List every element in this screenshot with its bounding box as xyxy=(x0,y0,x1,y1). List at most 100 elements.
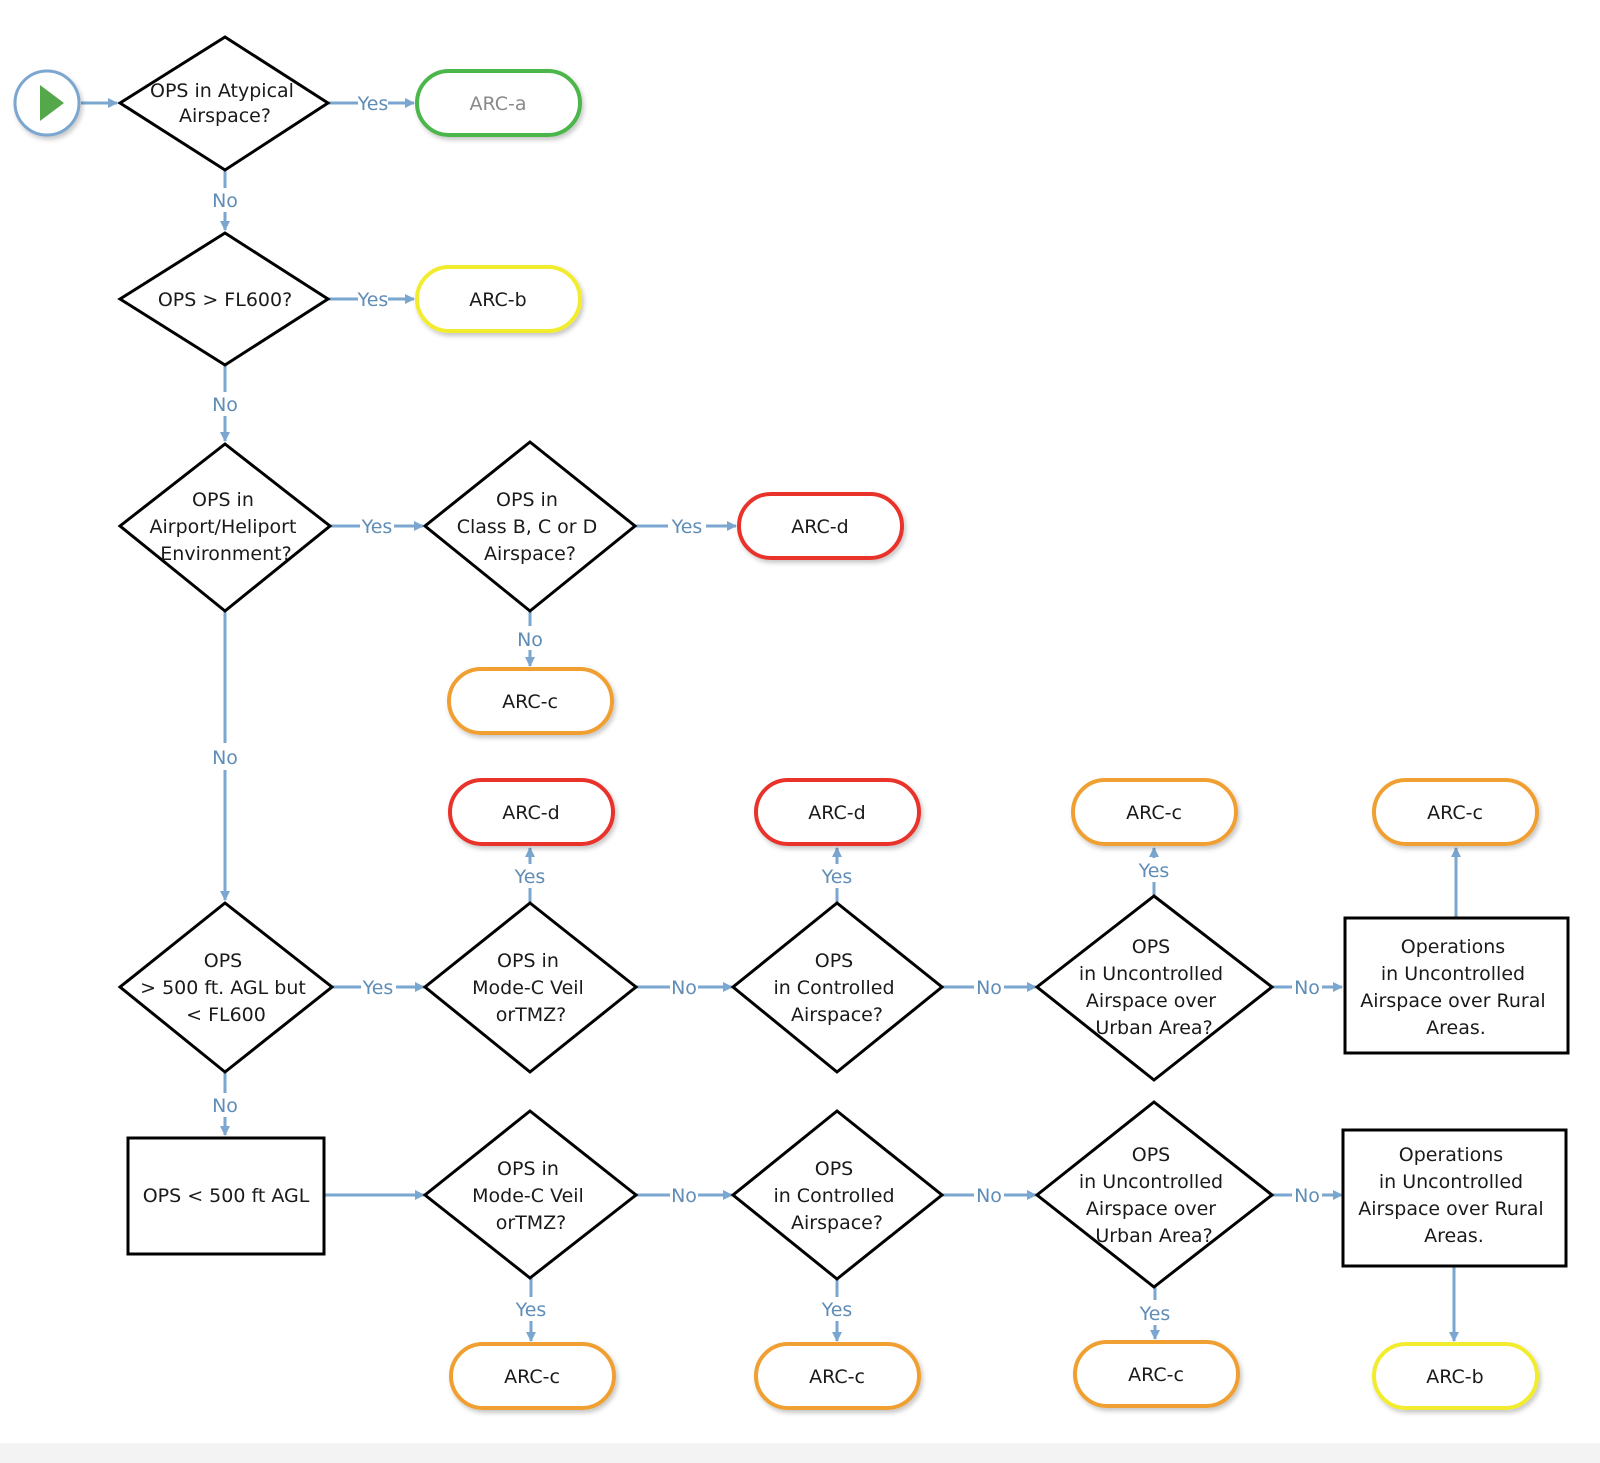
decision-text: OPS in Controlled Airspace? xyxy=(773,950,900,1026)
yes-label: Yes xyxy=(357,289,389,311)
decision-atypical-airspace xyxy=(117,35,331,172)
decision-class-bcd xyxy=(422,440,638,613)
terminal-arc-c-modec-low xyxy=(449,1342,616,1410)
process-text-line: Areas. xyxy=(1424,1225,1484,1247)
decision-text-line: OPS in xyxy=(192,489,254,511)
arc-label: ARC-c xyxy=(1128,1364,1184,1386)
arc-label: ARC-c xyxy=(1427,802,1483,824)
decision-airport-heliport xyxy=(117,442,333,613)
arc-label: ARC-c xyxy=(1126,802,1182,824)
process-text: Operations in Uncontrolled Airspace over… xyxy=(1358,1144,1549,1247)
decision-text-line: in Controlled xyxy=(773,977,894,999)
decision-uncontrolled-urban-2 xyxy=(1034,1100,1275,1289)
yes-label: Yes xyxy=(357,93,389,115)
process-text-line: Operations xyxy=(1401,936,1505,958)
yes-label: Yes xyxy=(1139,1303,1171,1325)
arc-label: ARC-d xyxy=(502,802,559,824)
decision-text: OPS in Uncontrolled Airspace over Urban … xyxy=(1079,936,1229,1039)
no-label: No xyxy=(1294,977,1320,999)
decision-modec-veil-1 xyxy=(422,901,639,1074)
decision-text-line: OPS xyxy=(815,1158,853,1180)
decision-text-line: orTMZ? xyxy=(496,1212,567,1234)
no-label: No xyxy=(976,977,1002,999)
process-text-line: Operations xyxy=(1399,1144,1503,1166)
process-below-500ft xyxy=(126,1136,326,1256)
arc-label: ARC-d xyxy=(808,802,865,824)
yes-label: Yes xyxy=(821,866,853,888)
terminal-arc-c-urban xyxy=(1071,778,1238,846)
no-label: No xyxy=(1294,1185,1320,1207)
no-label: No xyxy=(212,190,238,212)
decision-text-line: OPS > FL600? xyxy=(158,289,292,311)
decision-text-line: in Uncontrolled xyxy=(1079,963,1223,985)
arc-label: ARC-c xyxy=(504,1366,560,1388)
no-label: No xyxy=(976,1185,1002,1207)
terminal-arc-c-rural xyxy=(1372,778,1539,846)
decision-text-line: < FL600 xyxy=(186,1004,266,1026)
arc-label: ARC-c xyxy=(809,1366,865,1388)
start-node xyxy=(13,69,81,137)
decision-text-line: orTMZ? xyxy=(496,1004,567,1026)
decision-text-line: Airspace? xyxy=(791,1212,883,1234)
decision-text-line: Class B, C or D xyxy=(457,516,598,538)
decision-text-line: Airspace over xyxy=(1086,990,1216,1012)
process-text-line: Airspace over Rural xyxy=(1358,1198,1543,1220)
process-text-line: OPS < 500 ft AGL xyxy=(143,1185,310,1207)
decision-text-line: OPS in xyxy=(497,1158,559,1180)
decision-text-line: OPS in xyxy=(497,950,559,972)
decision-text-line: in Controlled xyxy=(773,1185,894,1207)
decision-text: OPS in Class B, C or D Airspace? xyxy=(457,489,604,565)
process-text-line: in Uncontrolled xyxy=(1381,963,1525,985)
arc-label: ARC-a xyxy=(469,93,526,115)
decision-text-line: > 500 ft. AGL but xyxy=(140,977,306,999)
decision-above-fl600 xyxy=(117,231,331,367)
arc-label: ARC-c xyxy=(502,691,558,713)
decision-text: OPS > FL600? xyxy=(158,289,292,311)
decision-text: OPS in Mode-C Veil orTMZ? xyxy=(472,1158,590,1234)
play-icon xyxy=(40,85,64,121)
terminal-arc-b-top xyxy=(415,265,582,333)
process-text: Operations in Uncontrolled Airspace over… xyxy=(1360,936,1551,1039)
process-rural-2 xyxy=(1341,1128,1568,1268)
bottom-strip xyxy=(0,1443,1600,1463)
process-rural-1 xyxy=(1343,916,1570,1055)
decision-controlled-1 xyxy=(730,901,945,1074)
decision-uncontrolled-urban-1 xyxy=(1034,894,1275,1082)
decision-text-line: in Uncontrolled xyxy=(1079,1171,1223,1193)
decision-text-line: Urban Area? xyxy=(1095,1017,1212,1039)
decision-text-line: Environment? xyxy=(160,543,291,565)
decision-text-line: Airspace? xyxy=(484,543,576,565)
decision-text: OPS in Airport/Heliport Environment? xyxy=(150,489,303,565)
terminal-arc-c-class xyxy=(447,667,614,735)
no-label: No xyxy=(671,977,697,999)
no-label: No xyxy=(671,1185,697,1207)
no-label: No xyxy=(517,629,543,651)
decision-text-line: OPS in xyxy=(496,489,558,511)
no-label: No xyxy=(212,1095,238,1117)
process-text-line: in Uncontrolled xyxy=(1379,1171,1523,1193)
decision-text-line: Airport/Heliport xyxy=(150,516,297,538)
decision-text-line: Urban Area? xyxy=(1095,1225,1212,1247)
decision-500ft-agl xyxy=(117,901,335,1074)
no-label: No xyxy=(212,747,238,769)
yes-label: Yes xyxy=(515,1299,547,1321)
terminal-arc-c-controlled-low xyxy=(754,1342,921,1410)
terminal-arc-b-rural-low xyxy=(1372,1342,1539,1410)
arc-label: ARC-d xyxy=(791,516,848,538)
decision-text: OPS in Controlled Airspace? xyxy=(773,1158,900,1234)
decision-text-line: Airspace? xyxy=(179,105,271,127)
decision-text-line: Airspace over xyxy=(1086,1198,1216,1220)
process-text-line: Airspace over Rural xyxy=(1360,990,1545,1012)
terminal-arc-d-modec xyxy=(448,778,615,846)
yes-label: Yes xyxy=(361,516,393,538)
decision-text: OPS in Atypical Airspace? xyxy=(150,80,300,127)
arc-label: ARC-b xyxy=(1426,1366,1483,1388)
process-text-line: Areas. xyxy=(1426,1017,1486,1039)
yes-label: Yes xyxy=(821,1299,853,1321)
decision-text-line: OPS in Atypical xyxy=(150,80,294,102)
decision-text-line: OPS xyxy=(1132,936,1170,958)
decision-text-line: OPS xyxy=(1132,1144,1170,1166)
yes-label: Yes xyxy=(671,516,703,538)
terminal-arc-c-urban-low xyxy=(1073,1340,1240,1408)
